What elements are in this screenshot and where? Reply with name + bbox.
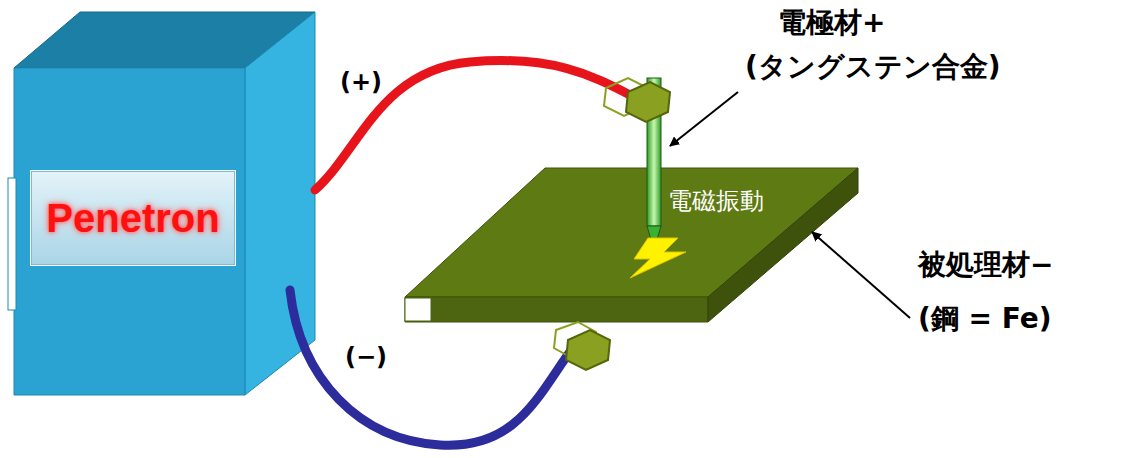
power-unit (8, 12, 315, 395)
workpiece-plate: 電磁振動 (405, 165, 858, 322)
part-name: 電極材+ (778, 6, 885, 40)
material-note: (タングステン合金) (745, 50, 1001, 84)
bottom-clamp (566, 330, 610, 370)
plate-front (405, 297, 708, 322)
polarity-label: (+) (340, 68, 382, 97)
leader-line (812, 232, 910, 318)
spark (630, 238, 686, 278)
workpiece-illustration (405, 165, 858, 322)
top-clamp (626, 82, 670, 122)
plate-edge (405, 298, 431, 321)
effect-label: 電磁振動 (668, 187, 764, 216)
material-note: (鋼 = Fe) (918, 302, 1052, 336)
polarity-label: (−) (345, 343, 387, 372)
part-name: 被処理材− (918, 248, 1053, 282)
brand-name: Penetron (46, 196, 219, 241)
display-panel: Penetron (30, 170, 236, 266)
leader-line (670, 92, 738, 146)
